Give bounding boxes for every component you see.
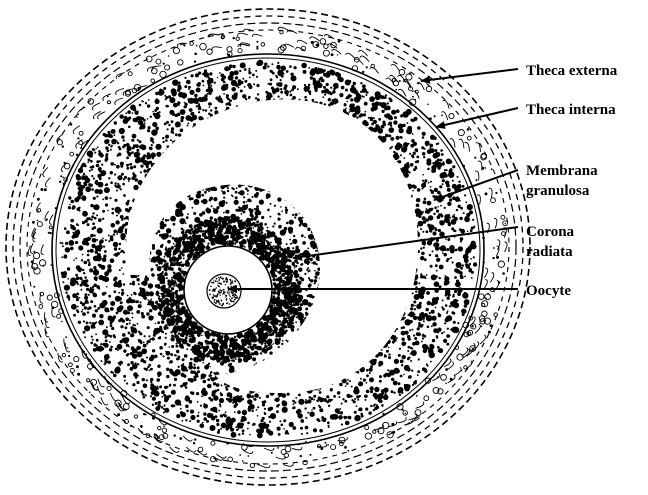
arrow-theca-externa: [421, 69, 518, 81]
label-oocyte: Oocyte: [526, 283, 571, 299]
label-membrana-granulosa-2: granulosa: [526, 183, 590, 199]
label-theca-externa: Theca externa: [526, 63, 618, 79]
label-membrana-granulosa-1: Membrana: [526, 163, 598, 179]
labels: Theca externa Theca interna Membrana gra…: [526, 63, 618, 299]
arrow-theca-interna: [436, 108, 518, 127]
oocyte-cell: [207, 274, 241, 308]
label-corona-radiata-1: Corona: [526, 224, 575, 240]
label-corona-radiata-2: radiata: [526, 244, 573, 260]
label-theca-interna: Theca interna: [526, 102, 616, 118]
